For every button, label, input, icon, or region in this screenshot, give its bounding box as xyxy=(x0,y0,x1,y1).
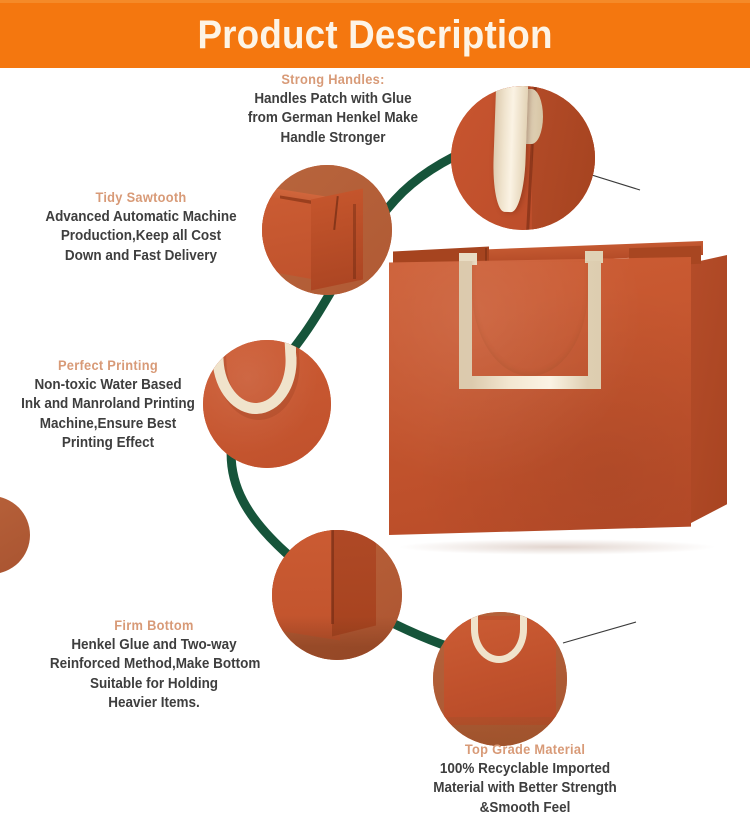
callout-body-perfect-printing: Non-toxic Water Based Ink and Manroland … xyxy=(15,376,201,453)
callout-strong-handles: Strong Handles: Handles Patch with Glue … xyxy=(230,72,436,148)
callout-body-firm-bottom: Henkel Glue and Two-way Reinforced Metho… xyxy=(49,636,261,713)
callout-heading-tidy-sawtooth: Tidy Sawtooth xyxy=(95,190,187,205)
callout-top-grade-material: Top Grade Material 100% Recyclable Impor… xyxy=(412,742,638,818)
callout-heading-strong-handles: Strong Handles: xyxy=(281,72,385,87)
callout-line: Down and Fast Delivery xyxy=(64,247,218,264)
callout-heading-top-grade-material: Top Grade Material xyxy=(464,742,586,757)
callout-line: Handles Patch with Glue xyxy=(254,91,412,107)
callout-heading-firm-bottom: Firm Bottom xyxy=(114,618,194,633)
callout-line: Material with Better Strength xyxy=(433,780,617,797)
callout-line: from German Henkel Make xyxy=(247,110,419,127)
inset-material-floor-shadow xyxy=(433,716,567,746)
callout-line: Henkel Glue and Two-way xyxy=(71,637,237,653)
inset-printing-bg xyxy=(203,340,331,468)
header-top-stripe xyxy=(0,0,750,3)
callout-body-strong-handles: Handles Patch with Glue from German Henk… xyxy=(237,90,429,148)
inset-bottom-shadow xyxy=(272,615,402,660)
callout-line: &Smooth Feel xyxy=(479,799,571,816)
callout-line: Production,Keep all Cost xyxy=(60,228,222,245)
page-title: Product Description xyxy=(197,12,553,57)
callout-line: 100% Recyclable Imported xyxy=(439,761,611,777)
hero-bag-crease xyxy=(485,248,487,270)
inset-bottom-edge xyxy=(330,530,334,624)
callout-line: Reinforced Method,Make Bottom xyxy=(49,656,261,673)
edge-decoration-blob xyxy=(0,496,30,574)
callout-body-top-grade-material: 100% Recyclable Imported Material with B… xyxy=(420,760,630,818)
callout-line: Advanced Automatic Machine xyxy=(45,209,237,225)
callout-line: Handle Stronger xyxy=(280,129,386,146)
header-banner: Product Description xyxy=(0,0,750,68)
callout-line: Heavier Items. xyxy=(108,694,200,711)
inset-material-full-bag-closeup xyxy=(433,612,567,746)
callout-line: Non-toxic Water Based xyxy=(34,377,182,393)
callout-line: Suitable for Holding xyxy=(89,675,219,692)
inset-handle-strap-closeup xyxy=(451,86,595,230)
hero-bag-shadow xyxy=(397,539,717,555)
hero-bag-handle-tab-right xyxy=(585,251,603,263)
inset-sawtooth-corner-closeup xyxy=(262,165,392,295)
inset-sawtooth-edge xyxy=(353,204,356,280)
callout-perfect-printing: Perfect Printing Non-toxic Water Based I… xyxy=(8,358,208,453)
callout-tidy-sawtooth: Tidy Sawtooth Advanced Automatic Machine… xyxy=(28,190,254,266)
pointer-line-bottom-right xyxy=(562,621,637,644)
hero-product-bag xyxy=(387,241,727,555)
callout-firm-bottom: Firm Bottom Henkel Glue and Two-way Rein… xyxy=(42,618,266,713)
hero-bag-side-panel xyxy=(691,255,727,523)
callout-line: Printing Effect xyxy=(61,434,155,451)
callout-line: Ink and Manroland Printing xyxy=(21,396,195,413)
inset-printing-surface-closeup xyxy=(203,340,331,468)
callout-heading-perfect-printing: Perfect Printing xyxy=(57,358,159,373)
callout-body-tidy-sawtooth: Advanced Automatic Machine Production,Ke… xyxy=(36,208,246,266)
inset-material-handle-loop xyxy=(470,614,527,663)
inset-bottom-corner-closeup xyxy=(272,530,402,660)
callout-line: Machine,Ensure Best xyxy=(39,415,177,432)
